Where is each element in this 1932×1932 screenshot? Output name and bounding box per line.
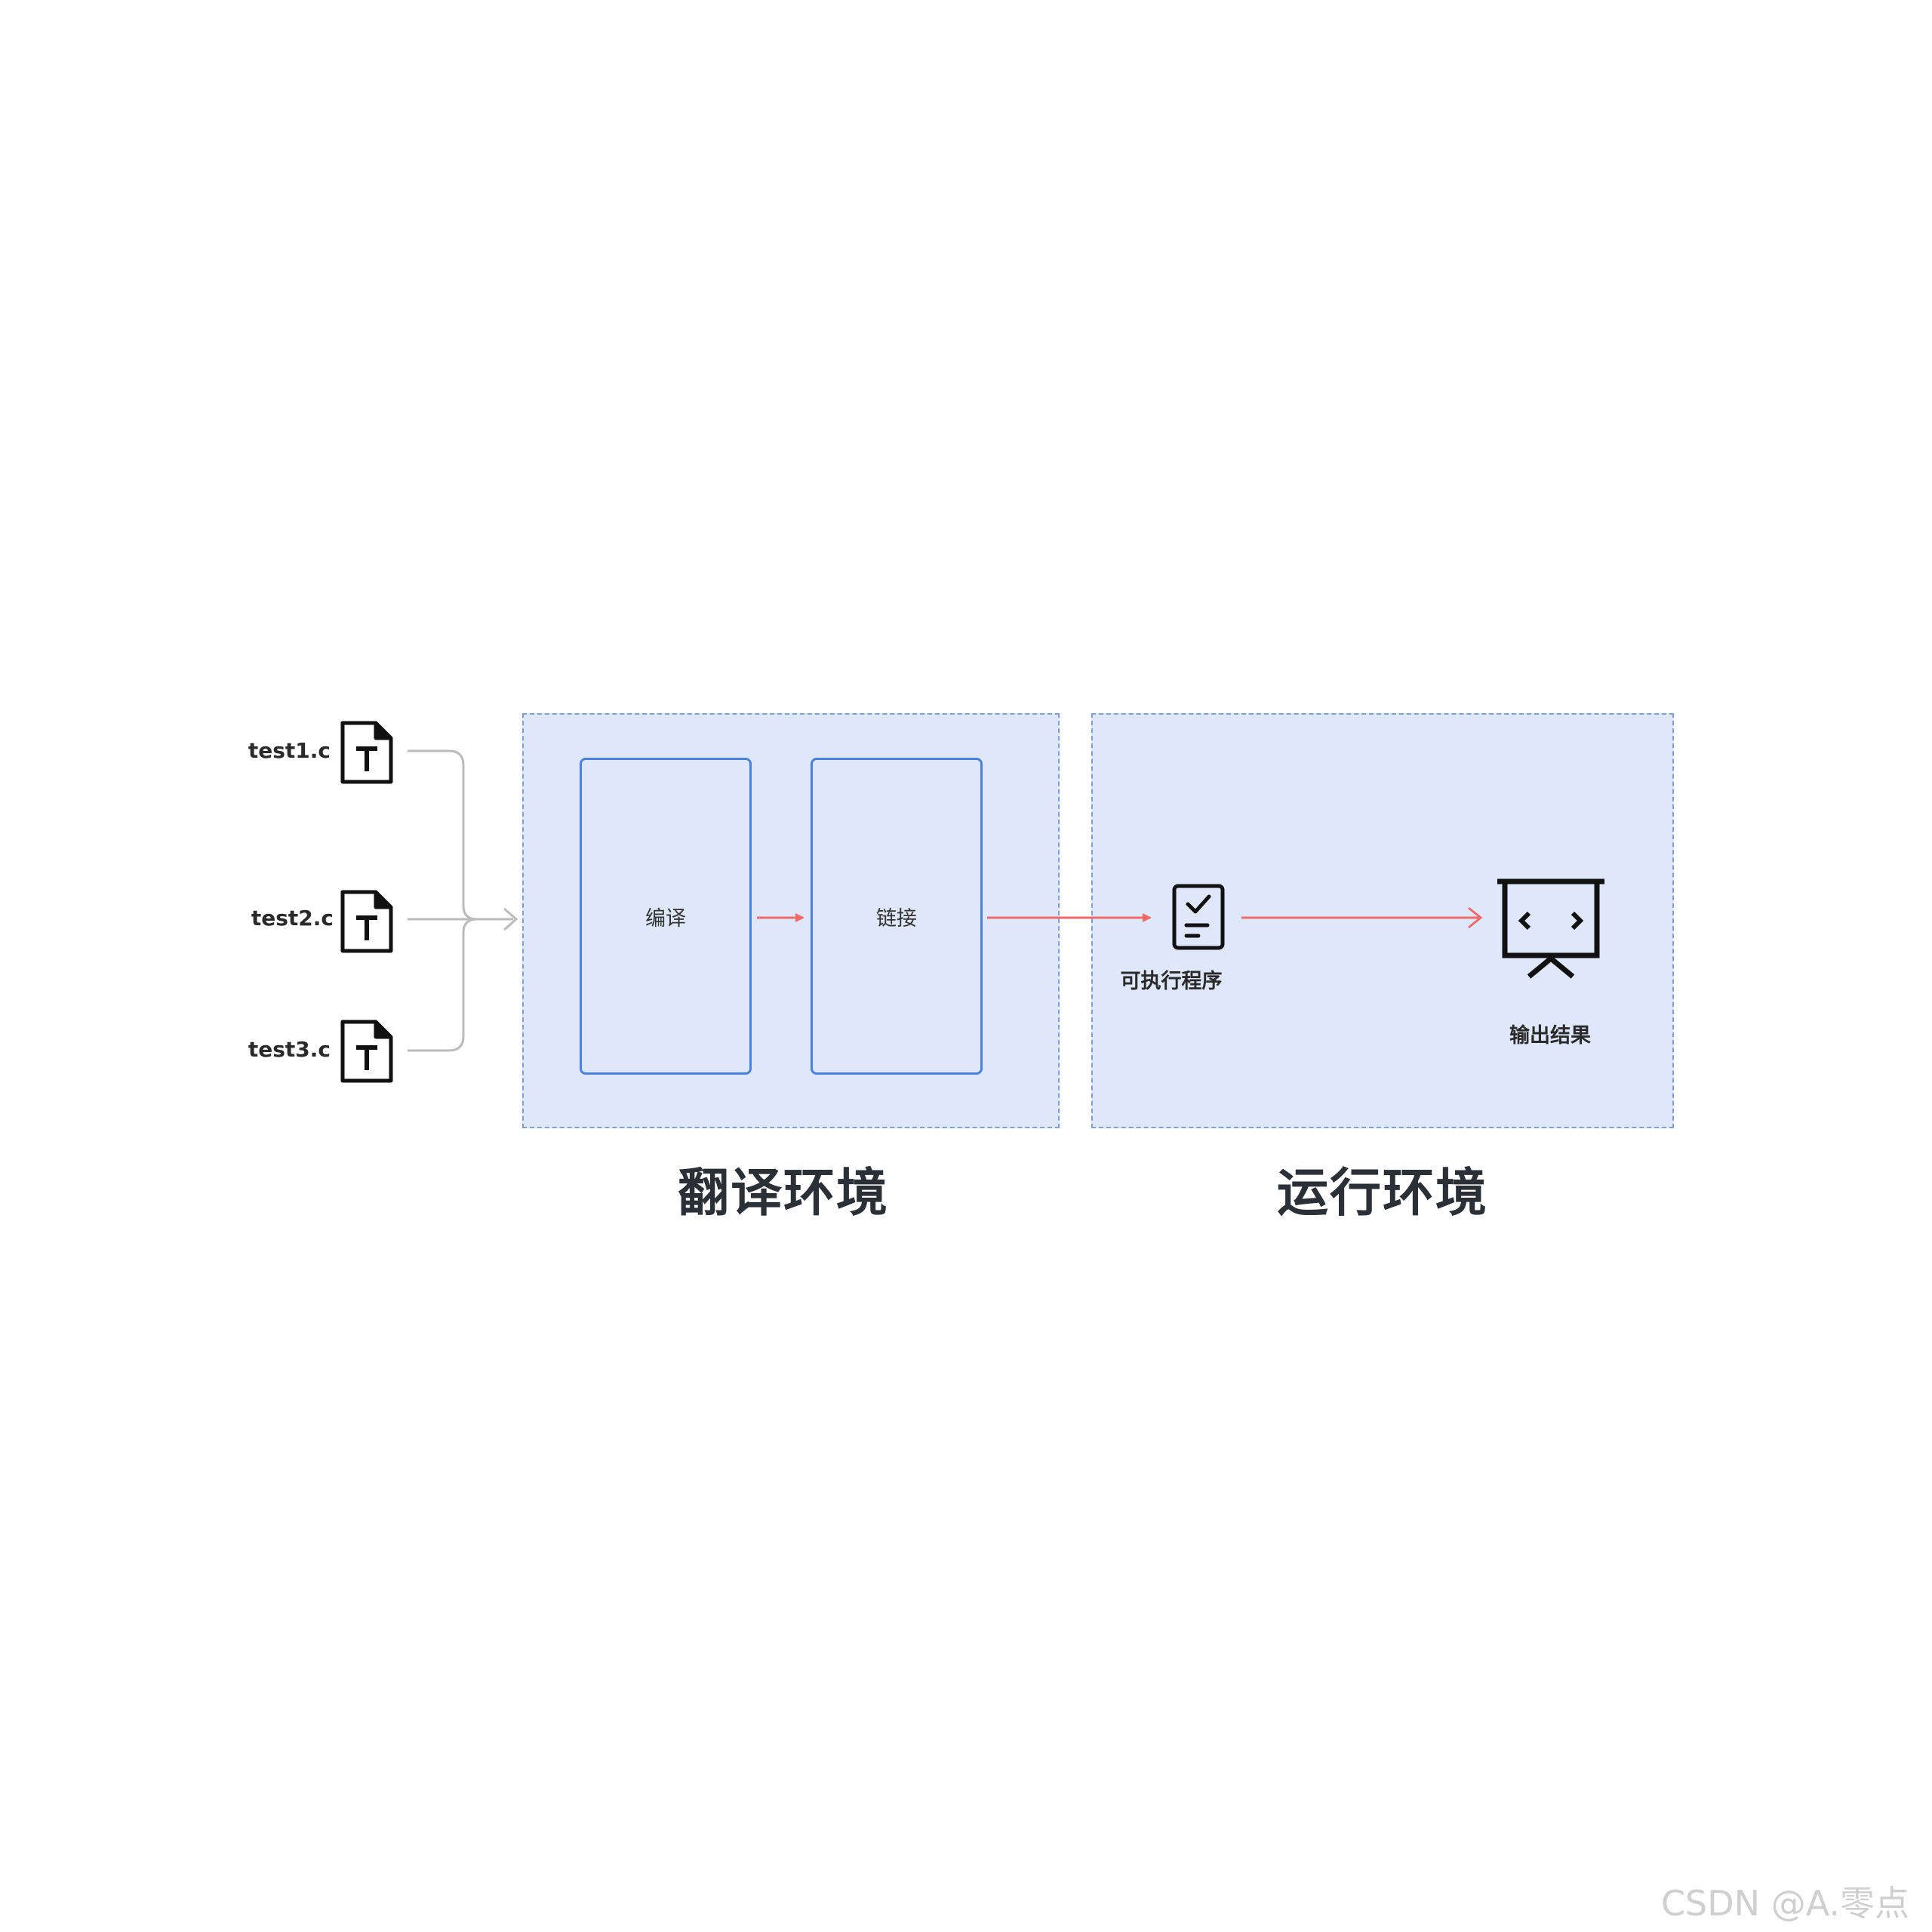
runtime-environment-box: [1091, 713, 1674, 1128]
text-file-icon: [340, 1020, 393, 1083]
file-label-test3: test3.c: [248, 1037, 331, 1062]
presentation-screen-icon: [1497, 878, 1604, 979]
text-file-icon: [340, 890, 393, 953]
connector-test1: [408, 749, 478, 921]
file-label-test2: test2.c: [251, 906, 334, 931]
compile-stage: 编译: [580, 758, 752, 1075]
watermark: CSDN @A.零点: [1660, 1883, 1909, 1924]
compile-stage-label: 编译: [645, 906, 686, 931]
runtime-environment-label: 运行环境: [1276, 1164, 1488, 1223]
text-file-icon: [340, 721, 393, 784]
connector-test3: [408, 918, 478, 1052]
link-stage: 链接: [811, 758, 983, 1075]
connector-arrowhead: [503, 907, 518, 931]
arrow-executable-to-output-head: [1468, 906, 1483, 929]
checklist-document-icon: [1172, 884, 1225, 950]
flow-arrows: [757, 906, 1483, 929]
input-connectors: [408, 749, 518, 1052]
output-label: 输出结果: [1509, 1024, 1591, 1048]
file-label-test1: test1.c: [248, 738, 331, 763]
executable-label: 可执行程序: [1120, 970, 1223, 993]
link-stage-label: 链接: [876, 906, 917, 931]
translation-environment-label: 翻译环境: [677, 1164, 889, 1223]
